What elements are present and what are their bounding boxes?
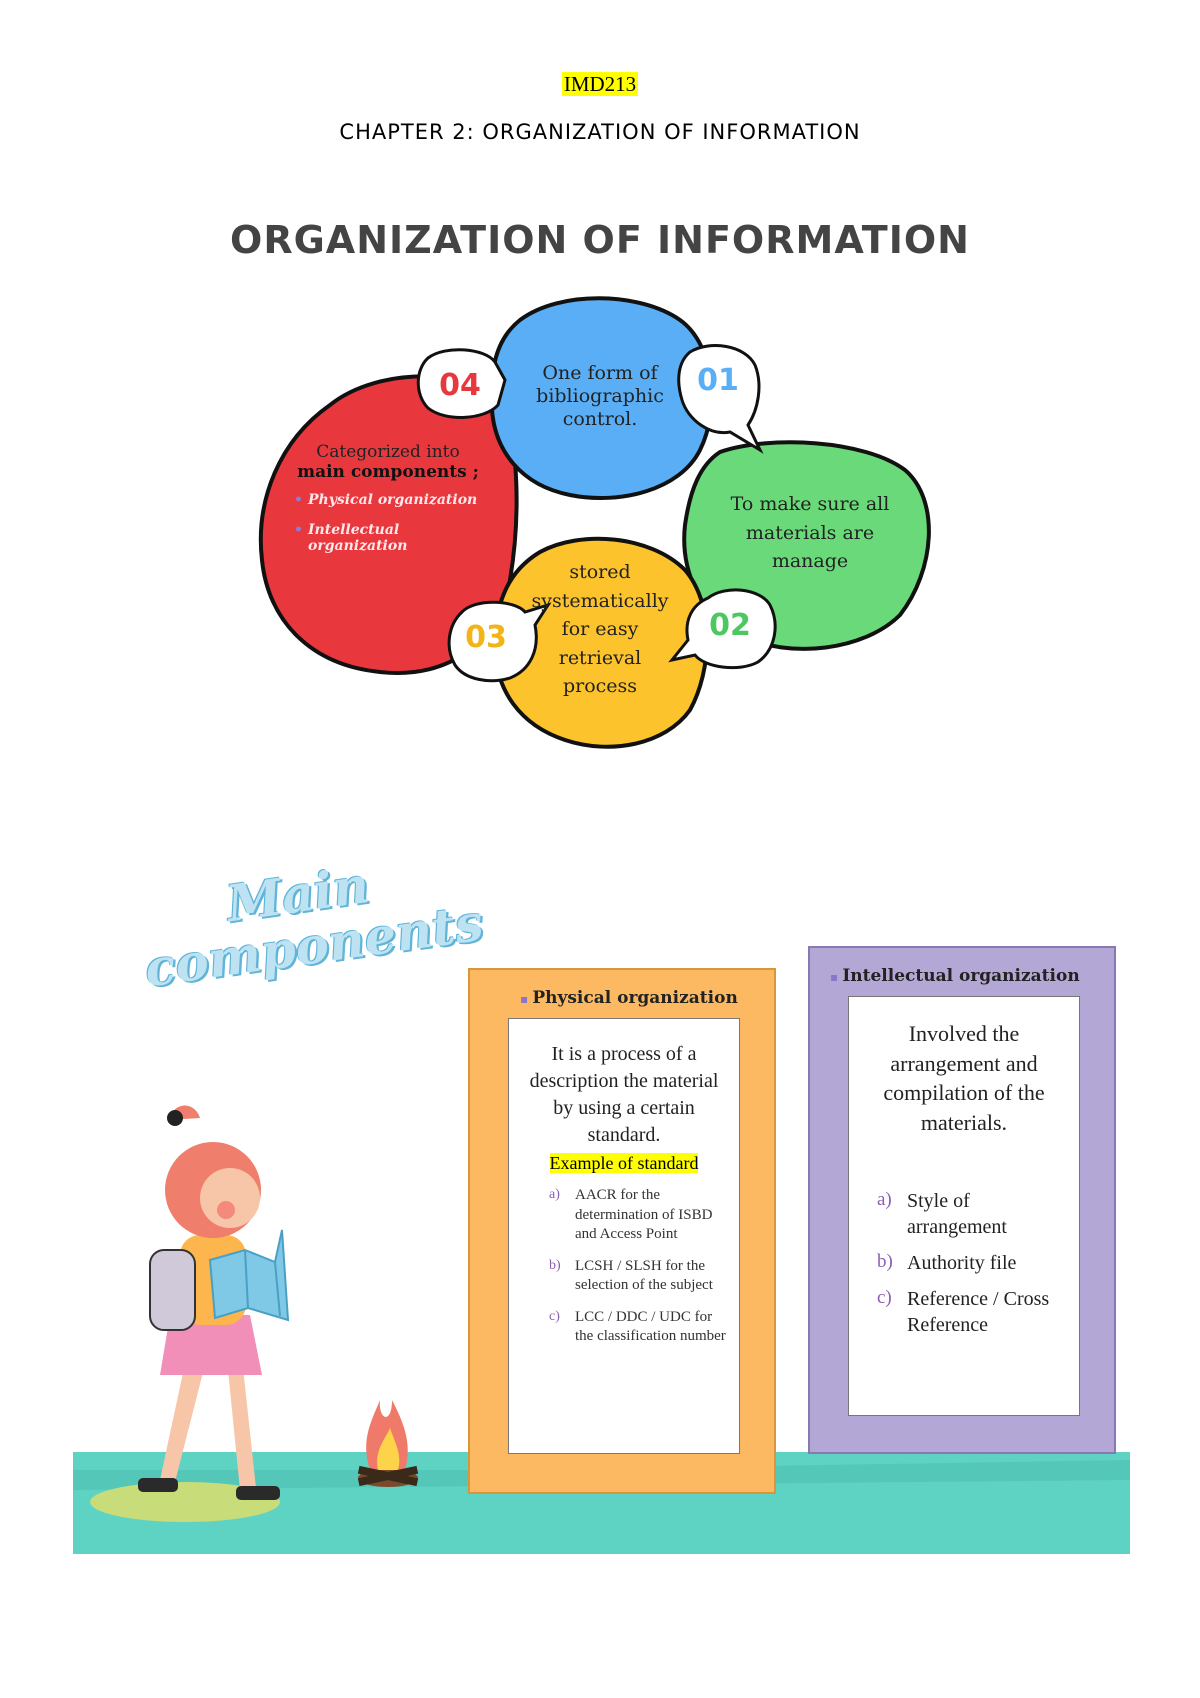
bubble-03 (447, 600, 552, 683)
standards-list: a)AACR for the determination of ISBD and… (549, 1186, 727, 1347)
physical-description: It is a process of a description the mat… (529, 1043, 719, 1146)
bubble-04 (416, 348, 507, 419)
grass-patch (90, 1482, 280, 1522)
list-item: a)Style of arrangement (877, 1188, 1007, 1238)
list-item: Physical organization (294, 492, 488, 508)
step-04-bullets: Physical organization Intellectual organ… (288, 492, 488, 554)
intellectual-description: Involved the arrangement and compilation… (883, 1021, 1045, 1136)
list-item: Intellectual organization (294, 522, 488, 554)
chapter-title: CHAPTER 2: ORGANIZATION OF INFORMATION (339, 120, 861, 144)
course-code: IMD213 (561, 72, 639, 96)
step-01-text: One form of bibliographic control. (536, 362, 664, 430)
list-item: c)LCC / DDC / UDC for the classification… (549, 1308, 726, 1345)
intellectual-organization-card: Intellectual organization Involved the a… (808, 946, 1116, 1454)
intellectual-organization-heading: Intellectual organization (830, 966, 1104, 986)
bubble-01 (677, 344, 764, 454)
campfire-icon (357, 1400, 419, 1487)
physical-organization-card: Physical organization It is a process of… (468, 968, 776, 1494)
step-03-text: stored systematically for easy retrieval… (531, 561, 669, 697)
list-item: c)Reference / Cross Reference (877, 1286, 1050, 1336)
list-item: b)Authority file (877, 1250, 1017, 1274)
step-number-03: 03 (465, 620, 507, 655)
physical-organization-heading: Physical organization (520, 988, 764, 1008)
step-number-02: 02 (709, 608, 751, 643)
step-02-text: To make sure all materials are manage (730, 493, 890, 572)
step-number-01: 01 (697, 363, 739, 398)
physical-organization-content: It is a process of a description the mat… (508, 1018, 740, 1454)
example-standard-label: Example of standard (549, 1153, 699, 1173)
list-item: b)LCSH / SLSH for the selection of the s… (549, 1257, 713, 1294)
list-item: a)AACR for the determination of ISBD and… (549, 1187, 713, 1242)
step-number-04: 04 (439, 368, 481, 403)
bubble-02 (668, 588, 777, 670)
girl-with-map-illustration (138, 1105, 290, 1500)
step-04-text: Categorized into main components ; Physi… (288, 442, 488, 568)
diagram-heading: ORGANIZATION OF INFORMATION (230, 218, 970, 262)
intellectual-organization-content: Involved the arrangement and compilation… (848, 996, 1080, 1416)
intellectual-list: a)Style of arrangement b)Authority file … (877, 1188, 1069, 1338)
